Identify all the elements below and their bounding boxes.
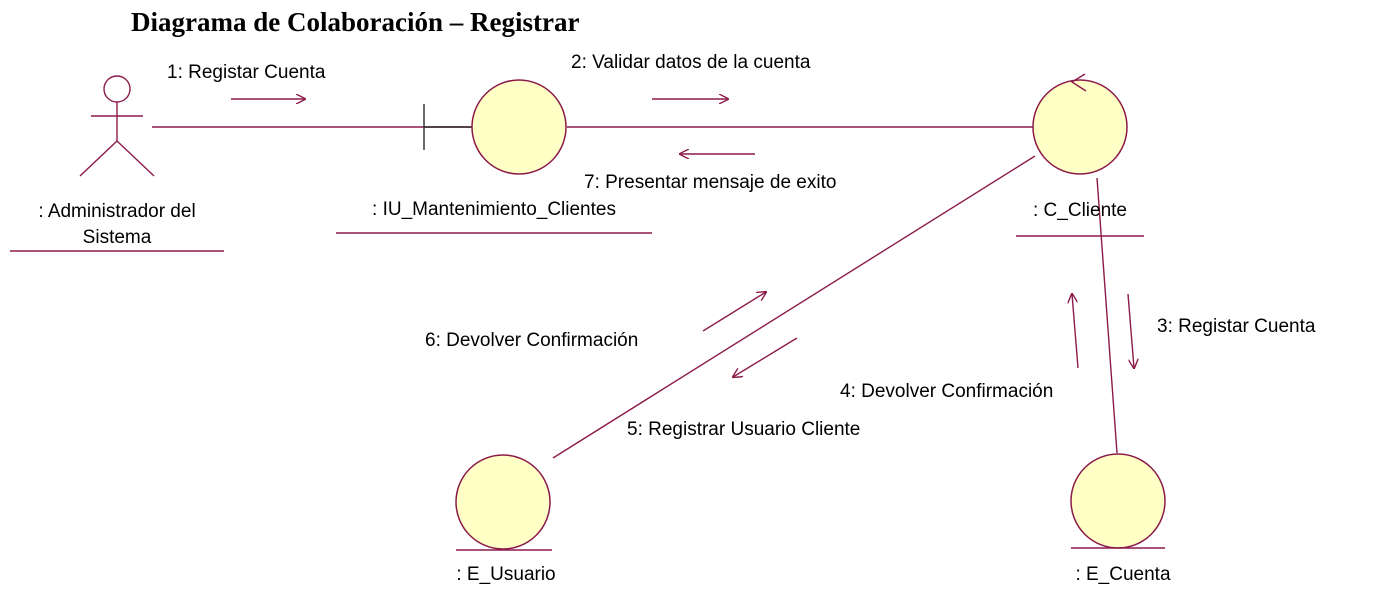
message-4-arrow — [1072, 294, 1079, 369]
message-2-label: 2: Validar datos de la cuenta — [571, 52, 811, 73]
entity-usuario-label: : E_Usuario — [456, 564, 555, 585]
link-control-cuenta — [1096, 177, 1118, 454]
message-3-label: 3: Registar Cuenta — [1157, 316, 1316, 337]
message-4-label: 4: Devolver Confirmación — [840, 381, 1053, 402]
control-label: : C_Cliente — [1033, 200, 1127, 221]
message-7-label: 7: Presentar mensaje de exito — [584, 172, 836, 193]
entity-usuario-icon — [455, 454, 552, 551]
message-5-arrow — [733, 337, 798, 377]
link-control-usuario — [552, 155, 1036, 459]
message-1-label: 1: Registar Cuenta — [167, 62, 326, 83]
message-5-label: 5: Registrar Usuario Cliente — [627, 419, 860, 440]
control-icon — [1032, 73, 1128, 175]
boundary-label: : IU_Mantenimiento_Clientes — [372, 199, 616, 220]
entity-cuenta-icon — [1070, 453, 1166, 549]
diagram-title: Diagrama de Colaboración – Registrar — [131, 7, 579, 37]
actor-label-line2: Sistema — [83, 227, 152, 248]
actor-label-line1: : Administrador del — [38, 201, 195, 222]
boundary-icon — [423, 79, 567, 175]
message-3-arrow — [1127, 293, 1134, 368]
entity-cuenta-label: : E_Cuenta — [1075, 564, 1170, 585]
actor-icon — [79, 75, 155, 177]
message-6-arrow — [702, 292, 766, 332]
message-6-label: 6: Devolver Confirmación — [425, 330, 638, 351]
